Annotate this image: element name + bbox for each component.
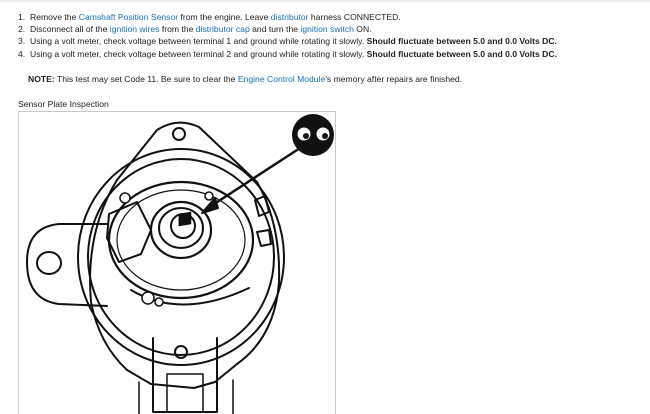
expected-result: Should fluctuate between 5.0 and 0.0 Vol…	[366, 36, 557, 47]
step-number: 3.	[18, 36, 26, 47]
callout-arrowhead	[201, 197, 219, 214]
step-text: Disconnect all of the	[30, 24, 110, 35]
distributor-link[interactable]: distributor	[270, 12, 309, 22]
step-text: Using a volt meter, check voltage betwee…	[30, 48, 367, 59]
step-4: 4. Using a volt meter, check voltage betw…	[18, 48, 638, 60]
note: NOTE: This test may set Code 11. Be sure…	[28, 73, 462, 85]
right-tab	[254, 195, 270, 217]
screw	[204, 191, 214, 201]
step-text: Remove the	[30, 12, 79, 22]
mounting-flange	[26, 223, 108, 307]
right-tab	[256, 229, 272, 247]
sensor-plate-figure	[18, 111, 336, 414]
ignition-switch-link[interactable]: ignition switch	[300, 24, 354, 35]
top-divider	[0, 0, 650, 3]
sensor-plate	[107, 180, 255, 300]
housing-ear-hole	[172, 127, 186, 141]
step-text: harness CONNECTED.	[308, 12, 401, 22]
step-number: 2.	[18, 24, 26, 35]
figure-caption: Sensor Plate Inspection	[18, 99, 109, 109]
housing-ring-outer	[77, 148, 285, 366]
shaft-key	[178, 211, 192, 227]
screw	[141, 291, 155, 305]
shaft-collar	[149, 200, 213, 260]
connector-detail	[166, 373, 204, 413]
step-text: ON.	[353, 24, 372, 35]
step-1: 1. Remove the Camshaft Position Sensor fr…	[18, 11, 638, 23]
note-text: This test may set Code 11. Be sure to cl…	[54, 74, 238, 84]
connector	[152, 337, 218, 413]
callout-magnifier	[292, 114, 334, 156]
flange-bolt-hole	[36, 251, 62, 275]
instruction-list: 1. Remove the Camshaft Position Sensor fr…	[18, 11, 638, 60]
connector-base	[138, 379, 234, 414]
sensor-block	[106, 201, 152, 263]
engine-control-module-link[interactable]: Engine Control Module	[237, 74, 326, 84]
screw	[119, 192, 131, 204]
note-label: NOTE:	[28, 74, 55, 84]
distributor-cap-link[interactable]: distributor cap	[195, 24, 250, 35]
screw	[154, 297, 164, 307]
step-text: from the engine. Leave	[178, 12, 271, 22]
camshaft-position-sensor-link[interactable]: Camshaft Position Sensor	[78, 12, 179, 22]
step-number: 1.	[18, 12, 26, 22]
step-number: 4.	[18, 48, 26, 59]
step-text: Using a volt meter, check voltage betwee…	[30, 36, 367, 47]
step-text: from the	[159, 24, 196, 35]
step-text: and turn the	[249, 24, 301, 35]
shaft-collar-inner	[158, 207, 204, 249]
callout-arrow	[203, 148, 299, 212]
step-3: 3. Using a volt meter, check voltage betw…	[18, 35, 638, 47]
step-2: 2. Disconnect all of the ignition wires f…	[18, 23, 638, 35]
ignition-wires-link[interactable]: ignition wires	[109, 24, 160, 35]
note-text: 's memory after repairs are finished.	[325, 74, 463, 84]
sensor-plate-inner	[116, 189, 246, 291]
housing-ear-hole	[174, 345, 188, 359]
housing-ring-inner	[87, 158, 275, 356]
expected-result: Should fluctuate between 5.0 and 0.0 Vol…	[366, 48, 557, 59]
distributor-diagram	[26, 114, 334, 414]
